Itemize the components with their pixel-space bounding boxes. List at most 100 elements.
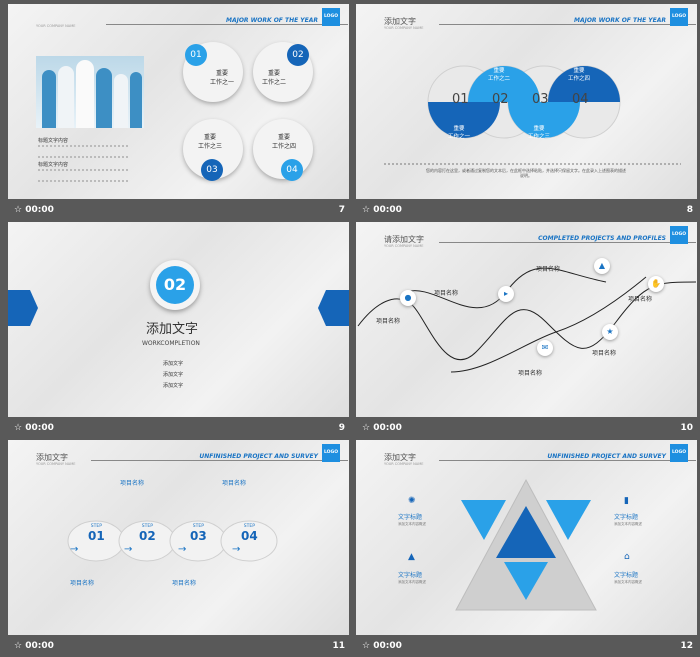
item-1-num: 01 — [452, 92, 469, 107]
slide-8-footer: ☆ 00:00 8 — [356, 201, 697, 221]
text-block-2 — [38, 169, 128, 182]
logo-badge: LOGO — [670, 444, 688, 462]
project-label-top-2: 项目名称 — [222, 480, 247, 487]
item-4-label: 重要工作之四 — [568, 68, 591, 82]
item-2-num: 02 — [492, 92, 509, 107]
arrow-icon: → — [70, 544, 79, 555]
pyramid-icon: ▲ — [408, 552, 415, 562]
sub-label-2: 添加文本内容概述 — [398, 580, 426, 584]
slide-11-thumbnail[interactable]: 添加文字 YOUR COMPANY NAME UNFINISHED PROJEC… — [8, 440, 349, 635]
section-number-badge: 02 — [156, 266, 194, 304]
slide-header: 添加文字 YOUR COMPANY NAME UNFINISHED PROJEC… — [36, 444, 348, 470]
project-label-3: 项目名称 — [536, 266, 561, 273]
item-1-label: 重要工作之一 — [448, 126, 471, 140]
bar-chart-icon: ▮ — [624, 496, 629, 506]
step-2: STEP 02 — [139, 524, 156, 543]
sub-label-3: 添加文本内容概述 — [614, 522, 642, 526]
slide-9-footer: ☆ 00:00 9 — [8, 419, 349, 439]
duration-label: ☆ 00:00 — [14, 641, 54, 651]
item-4-num: 04 — [281, 159, 303, 181]
header-title: 添加文字 — [384, 453, 416, 462]
sub-label-1: 添加文本内容概述 — [398, 522, 426, 526]
duration-label: ☆ 00:00 — [362, 205, 402, 215]
project-label-1: 项目名称 — [376, 318, 401, 325]
item-3-label: 重要工作之三 — [528, 126, 551, 140]
header-english: MAJOR WORK OF THE YEAR — [573, 17, 666, 24]
slide-7-thumbnail[interactable]: YOUR COMPANY NAME MAJOR WORK OF THE YEAR… — [8, 4, 349, 199]
arrow-icon: → — [232, 544, 241, 555]
handshake-icon: ✋ — [648, 276, 664, 292]
duration-label: ☆ 00:00 — [14, 423, 54, 433]
slide-12-thumbnail[interactable]: 添加文字 YOUR COMPANY NAME UNFINISHED PROJEC… — [356, 440, 697, 635]
step-chain — [67, 520, 278, 562]
logo-badge: LOGO — [322, 444, 340, 462]
section-english: WORKCOMPLETION — [142, 340, 200, 347]
chart-icon: ▸ — [498, 286, 514, 302]
duration-label: ☆ 00:00 — [362, 423, 402, 433]
title-label-3: 文字标题 — [614, 514, 639, 521]
slide-header: 添加文字 YOUR COMPANY NAME UNFINISHED PROJEC… — [384, 444, 696, 470]
duration-label: ☆ 00:00 — [14, 205, 54, 215]
step-4: STEP 04 — [241, 524, 258, 543]
item-4-num: 04 — [572, 92, 589, 107]
header-english: MAJOR WORK OF THE YEAR — [225, 17, 318, 24]
project-label-bottom-1: 项目名称 — [70, 580, 95, 587]
item-1-num: 01 — [185, 44, 207, 66]
project-label-top-1: 项目名称 — [120, 480, 145, 487]
step-3: STEP 03 — [190, 524, 207, 543]
project-label-6: 项目名称 — [592, 350, 617, 357]
item-3-num: 03 — [532, 92, 549, 107]
slide-number: 7 — [338, 205, 345, 215]
list-item-3: 添加文字 — [163, 383, 184, 389]
slide-number: 8 — [686, 205, 693, 215]
item-4-label: 重要工作之四 — [272, 134, 297, 150]
company-subtitle: YOUR COMPANY NAME — [36, 462, 76, 466]
header-title: 添加文字 — [36, 453, 68, 462]
company-subtitle: YOUR COMPANY NAME — [384, 462, 424, 466]
caption-text: 您的内容打在这里，或者通过复制您的文本后，在此框中选择粘贴，并选择只保留文字。在… — [426, 168, 626, 178]
slide-11-footer: ☆ 00:00 11 — [8, 637, 349, 657]
text-title-1: 标题文字内容 — [38, 138, 69, 144]
header-line — [439, 460, 696, 461]
sub-label-4: 添加文本内容概述 — [614, 580, 642, 584]
triangle-diagram — [455, 478, 597, 611]
header-line — [91, 460, 348, 461]
text-block-1 — [38, 145, 128, 158]
header-title: 添加文字 — [384, 17, 416, 26]
header-line — [106, 24, 348, 25]
header-title: 请添加文字 — [384, 235, 424, 244]
item-3-num: 03 — [201, 159, 223, 181]
header-english: UNFINISHED PROJECT AND SURVEY — [199, 453, 318, 460]
side-arrows — [8, 290, 349, 326]
slide-8-thumbnail[interactable]: 添加文字 YOUR COMPANY NAME MAJOR WORK OF THE… — [356, 4, 697, 199]
header-english: UNFINISHED PROJECT AND SURVEY — [547, 453, 666, 460]
slide-number: 11 — [332, 641, 345, 651]
slide-9-thumbnail[interactable]: 02 添加文字 WORKCOMPLETION 添加文字 添加文字 添加文字 — [8, 222, 349, 417]
slide-number: 12 — [680, 641, 693, 651]
company-subtitle: YOUR COMPANY NAME — [36, 24, 76, 28]
list-item-2: 添加文字 — [163, 372, 184, 378]
slide-header: YOUR COMPANY NAME MAJOR WORK OF THE YEAR… — [36, 8, 348, 34]
project-label-bottom-2: 项目名称 — [172, 580, 197, 587]
item-1-label: 重要工作之一 — [210, 70, 235, 86]
duration-label: ☆ 00:00 — [362, 641, 402, 651]
logo-badge: LOGO — [670, 8, 688, 26]
timeline-curve — [357, 267, 697, 373]
thumbs-up-icon: ★ — [602, 324, 618, 340]
picture-icon: ▲ — [594, 258, 610, 274]
section-title: 添加文字 — [146, 322, 199, 337]
header-line — [439, 24, 696, 25]
arrow-icon: → — [178, 544, 187, 555]
item-2-num: 02 — [287, 44, 309, 66]
item-3-label: 重要工作之三 — [198, 134, 223, 150]
slide-12-footer: ☆ 00:00 12 — [356, 637, 697, 657]
slide-10-footer: ☆ 00:00 10 — [356, 419, 697, 439]
step-1: STEP 01 — [88, 524, 105, 543]
logo-badge: LOGO — [670, 226, 688, 244]
header-english: COMPLETED PROJECTS AND PROFILES — [538, 235, 666, 242]
circle-chain-diagram — [384, 65, 681, 165]
slide-7-footer: ☆ 00:00 7 — [8, 201, 349, 221]
project-label-5: 项目名称 — [518, 370, 543, 377]
slide-10-thumbnail[interactable]: 请添加文字 YOUR COMPANY NAME COMPLETED PROJEC… — [356, 222, 697, 417]
team-photo — [36, 56, 144, 128]
